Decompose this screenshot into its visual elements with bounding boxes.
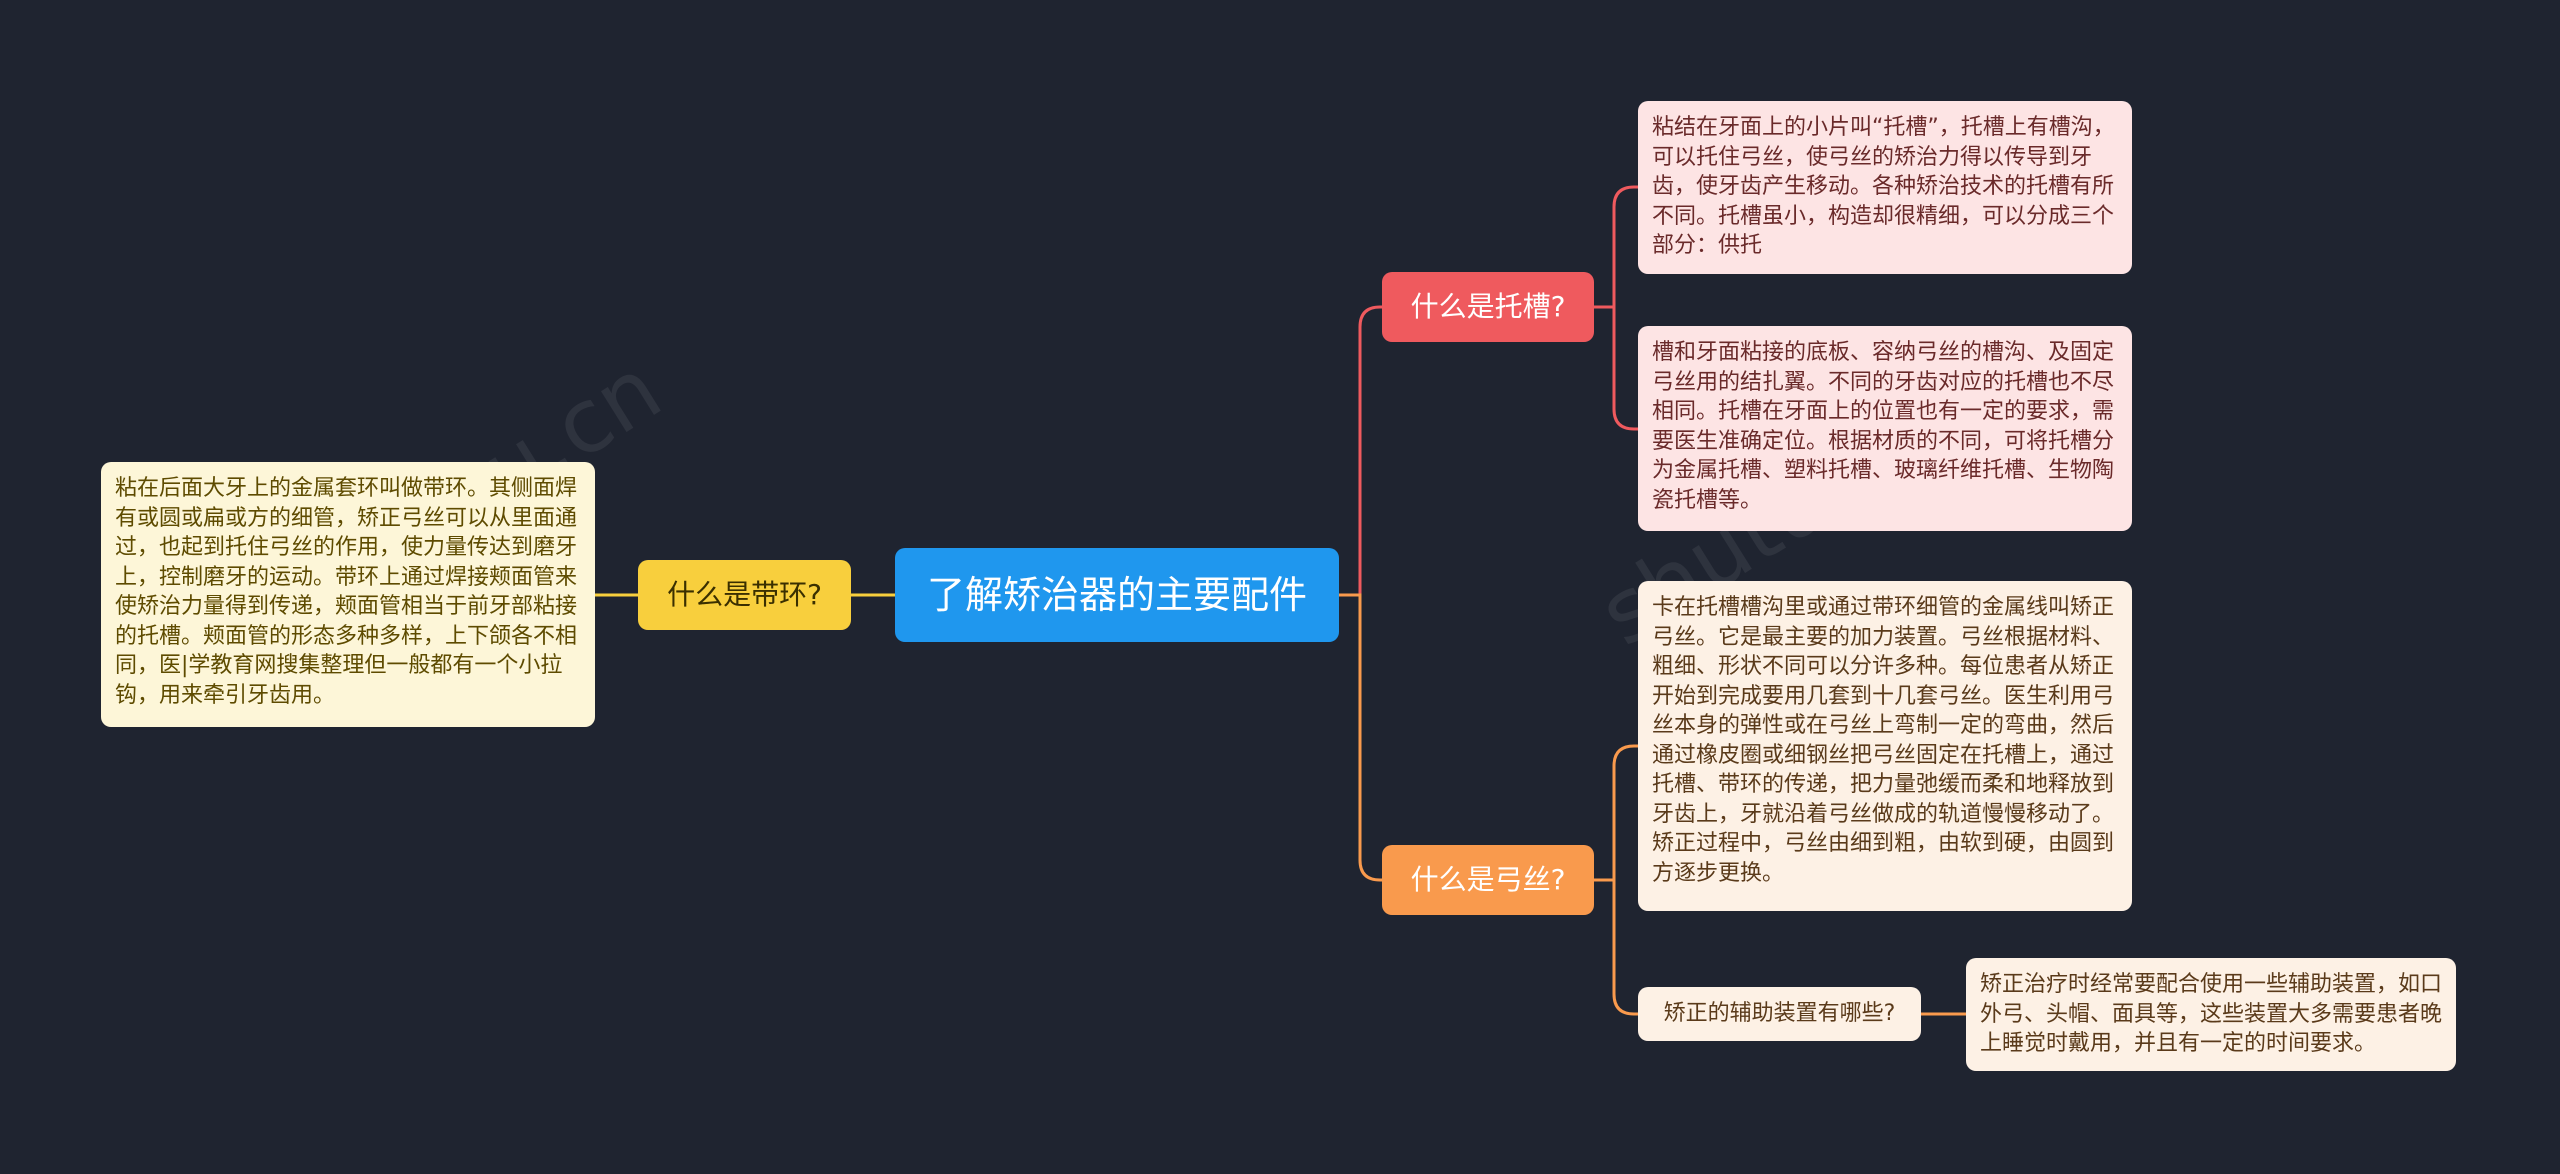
bracket-detail-1[interactable]: 粘结在牙面上的小片叫“托槽”，托槽上有槽沟，可以托住弓丝，使弓丝的矫治力得以传导… — [1638, 101, 2132, 274]
bracket-detail-2[interactable]: 槽和牙面粘接的底板、容纳弓丝的槽沟、及固定弓丝用的结扎翼。不同的牙齿对应的托槽也… — [1638, 326, 2132, 531]
auxiliary-devices-detail[interactable]: 矫正治疗时经常要配合使用一些辅助装置，如口外弓、头帽、面具等，这些装置大多需要患… — [1966, 958, 2456, 1071]
link-center-archwire — [1339, 593, 1382, 882]
band-detail[interactable]: 粘在后面大牙上的金属套环叫做带环。其侧面焊有或圆或扁或方的细管，矫正弓丝可以从里… — [101, 462, 595, 727]
central-topic[interactable]: 了解矫治器的主要配件 — [895, 548, 1339, 642]
link-center-bracket — [1339, 305, 1382, 597]
link-bracket-detail-1 — [1612, 185, 1638, 307]
branch-bracket[interactable]: 什么是托槽? — [1382, 272, 1594, 342]
branch-band[interactable]: 什么是带环? — [638, 560, 851, 630]
auxiliary-devices-topic[interactable]: 矫正的辅助装置有哪些? — [1638, 987, 1921, 1041]
link-archwire-subtopic — [1612, 880, 1638, 1016]
link-bracket-detail-2 — [1612, 307, 1638, 431]
archwire-detail[interactable]: 卡在托槽槽沟里或通过带环细管的金属线叫矫正弓丝。它是最主要的加力装置。弓丝根据材… — [1638, 581, 2132, 911]
branch-archwire[interactable]: 什么是弓丝? — [1382, 845, 1594, 915]
link-archwire-detail — [1612, 744, 1638, 880]
